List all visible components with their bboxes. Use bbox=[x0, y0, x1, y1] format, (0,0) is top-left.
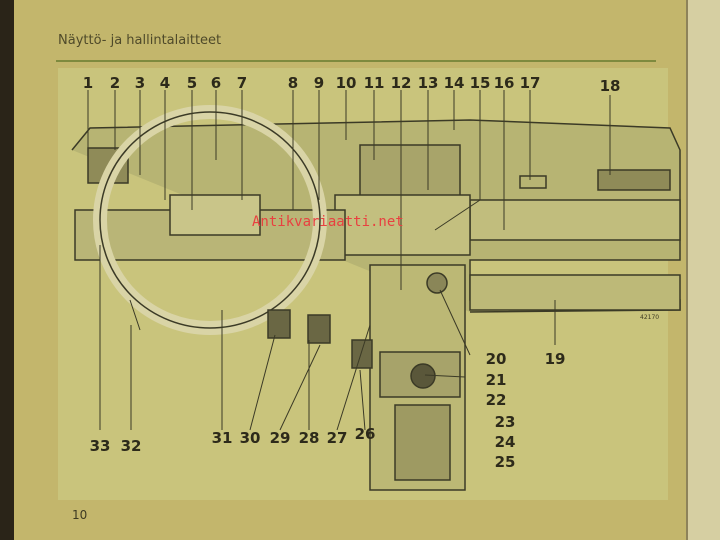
callout-6: 6 bbox=[210, 74, 222, 92]
header-rule bbox=[56, 60, 656, 62]
callout-16: 16 bbox=[493, 74, 515, 92]
watermark: Antikvariaatti.net bbox=[252, 214, 404, 230]
callout-20: 20 bbox=[485, 350, 507, 368]
callout-9: 9 bbox=[313, 74, 325, 92]
callout-21: 21 bbox=[485, 371, 507, 389]
callout-15: 15 bbox=[469, 74, 491, 92]
callout-2: 2 bbox=[109, 74, 121, 92]
callout-18: 18 bbox=[599, 77, 621, 95]
callout-30: 30 bbox=[239, 429, 261, 447]
callout-25: 25 bbox=[494, 453, 516, 471]
callout-13: 13 bbox=[417, 74, 439, 92]
callout-31: 31 bbox=[211, 429, 233, 447]
callout-27: 27 bbox=[326, 429, 348, 447]
callout-19: 19 bbox=[544, 350, 566, 368]
callout-14: 14 bbox=[443, 74, 465, 92]
callout-12: 12 bbox=[390, 74, 412, 92]
callout-5: 5 bbox=[186, 74, 198, 92]
callout-11: 11 bbox=[363, 74, 385, 92]
callout-29: 29 bbox=[269, 429, 291, 447]
callout-22: 22 bbox=[485, 391, 507, 409]
page-number: 10 bbox=[72, 508, 88, 522]
callout-33: 33 bbox=[89, 437, 111, 455]
callout-28: 28 bbox=[298, 429, 320, 447]
callout-7: 7 bbox=[236, 74, 248, 92]
callout-23: 23 bbox=[494, 413, 516, 431]
callout-8: 8 bbox=[287, 74, 299, 92]
callout-4: 4 bbox=[159, 74, 171, 92]
callout-32: 32 bbox=[120, 437, 142, 455]
callout-10: 10 bbox=[335, 74, 357, 92]
callout-3: 3 bbox=[134, 74, 146, 92]
callout-26: 26 bbox=[354, 425, 376, 443]
callout-17: 17 bbox=[519, 74, 541, 92]
page-title: Näyttö- ja hallintalaitteet bbox=[58, 33, 222, 48]
callout-1: 1 bbox=[82, 74, 94, 92]
figure-number: 42170 bbox=[640, 314, 660, 321]
facing-page-edge bbox=[686, 0, 720, 540]
callout-24: 24 bbox=[494, 433, 516, 451]
